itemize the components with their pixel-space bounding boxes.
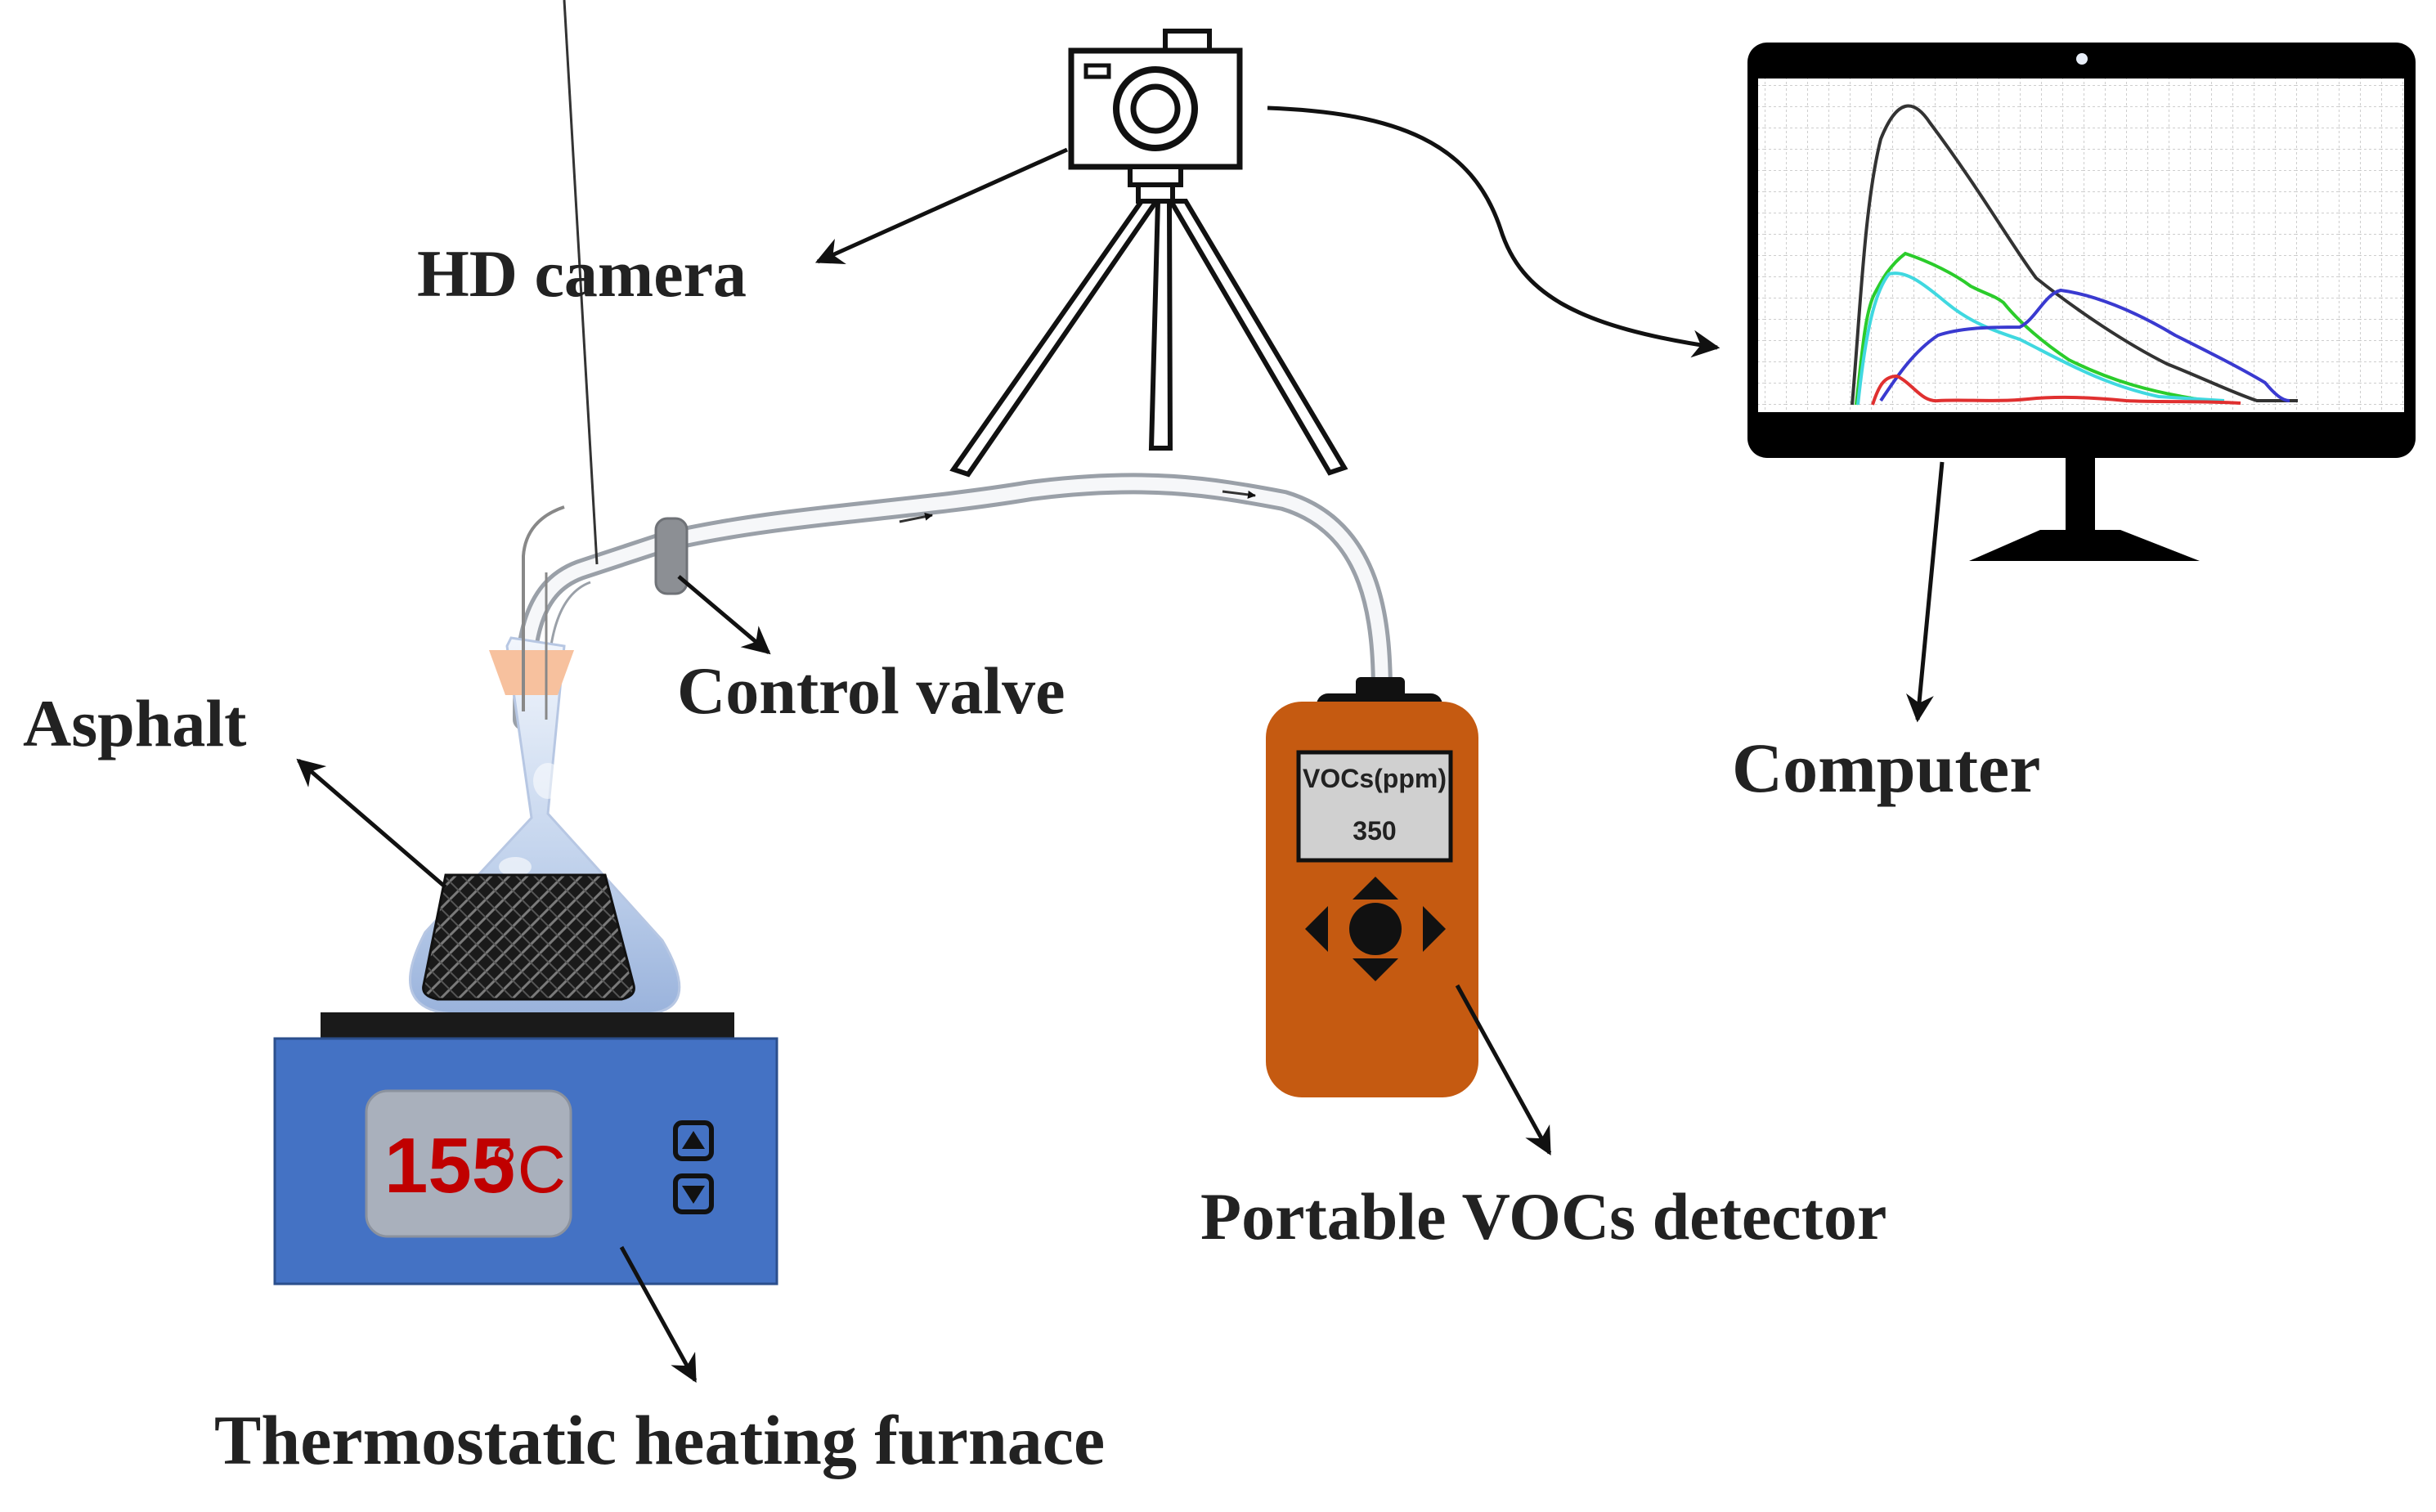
- monitor-icon: [1747, 43, 2416, 561]
- label-computer: Computer: [1732, 729, 2040, 807]
- detector-screen-value: 350: [1353, 816, 1396, 846]
- furnace-temperature: 155: [384, 1122, 515, 1209]
- label-portable-detector: Portable VOCs detector: [1200, 1179, 1886, 1254]
- valve-icon: [654, 517, 689, 595]
- heating-furnace: 155 °C: [273, 1012, 778, 1285]
- dpad-icon[interactable]: [1305, 877, 1446, 981]
- furnace-up-button[interactable]: [673, 1120, 714, 1161]
- tube-icon: [513, 0, 1393, 730]
- up-arrow-icon: [682, 1131, 705, 1149]
- arrow-detector: [1455, 984, 1552, 1155]
- flask-icon: [409, 505, 681, 1016]
- furnace-display: [365, 1089, 572, 1238]
- arrow-furnace: [619, 1245, 698, 1383]
- detector-screen-title: VOCs(ppm): [1303, 764, 1447, 793]
- label-asphalt: Asphalt: [23, 686, 246, 760]
- tripod-icon: [949, 164, 1348, 478]
- label-control-valve: Control valve: [677, 653, 1065, 728]
- camera-icon: [1068, 29, 1243, 170]
- arrow-hd-camera: [814, 147, 1069, 264]
- detector-screen: [1296, 750, 1453, 863]
- pointer-arrows: [296, 147, 1945, 1383]
- arrow-control-valve: [677, 575, 771, 655]
- arrow-asphalt: [296, 758, 447, 889]
- portable-detector: VOCs(ppm) 350: [1266, 677, 1478, 1097]
- furnace-down-button[interactable]: [673, 1173, 714, 1214]
- camera-to-computer-arrow: [1267, 105, 1720, 358]
- arrow-computer: [1905, 461, 1945, 723]
- label-hd-camera: HD camera: [417, 236, 747, 311]
- down-arrow-icon: [682, 1186, 705, 1204]
- label-furnace: Thermostatic heating furnace: [214, 1401, 1105, 1479]
- furnace-temperature-unit: °C: [491, 1133, 566, 1207]
